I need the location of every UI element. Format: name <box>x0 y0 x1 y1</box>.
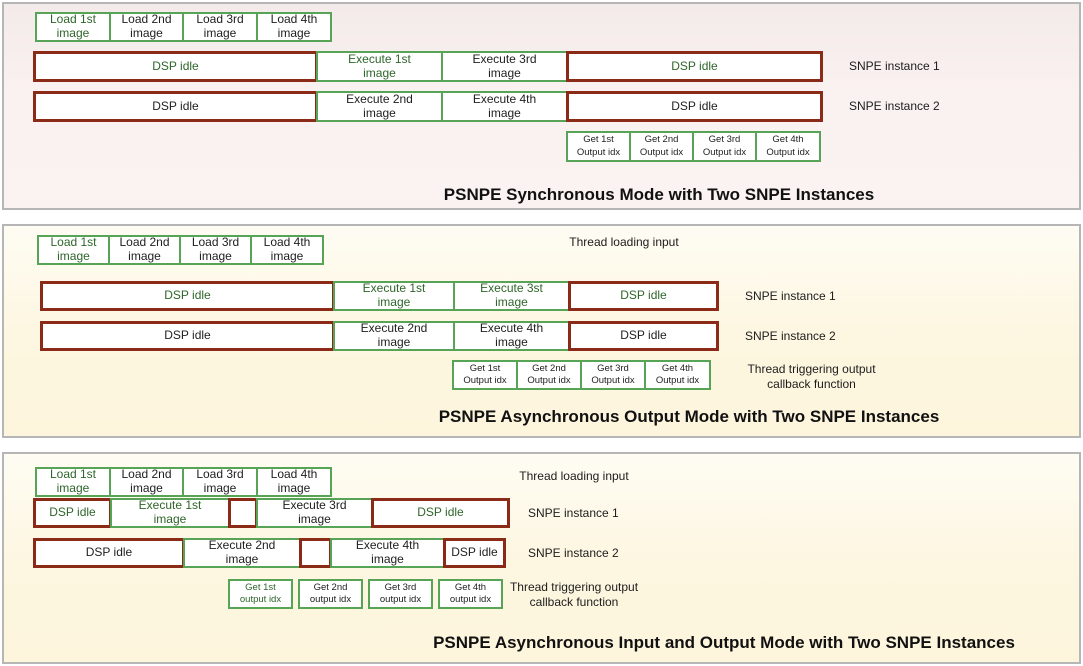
execute-1st-image-box: Execute 1st image <box>110 498 230 528</box>
dsp-idle-box: DSP idle <box>33 51 318 82</box>
execute-2nd-image-box: Execute 2nd image <box>333 321 455 351</box>
dsp-idle-box: DSP idle <box>568 281 719 311</box>
execute-2nd-image-box: Execute 2nd image <box>183 538 301 568</box>
dsp-idle-box: DSP idle <box>40 321 335 351</box>
snpe-instance-1-label: SNPE instance 1 <box>528 506 619 520</box>
load-3rd-image-box: Load 3rd image <box>182 467 258 497</box>
get-4th-output-box: Get 4th output idx <box>438 579 503 609</box>
execute-3st-image-box: Execute 3st image <box>453 281 570 311</box>
execute-4th-image-box: Execute 4th image <box>330 538 445 568</box>
instance2-row: DSP idle Execute 2nd image Execute 4th i… <box>40 321 719 351</box>
get-4th-output-box: Get 4th Output idx <box>755 131 821 162</box>
async-io-mode-panel: Thread loading input Load 1st image Load… <box>2 452 1081 664</box>
load-1st-image-box: Load 1st image <box>35 12 111 42</box>
dsp-idle-box: DSP idle <box>33 91 318 122</box>
thread-loading-label: Thread loading input <box>569 235 679 249</box>
load-4th-image-box: Load 4th image <box>256 467 332 497</box>
execute-3rd-image-box: Execute 3rd image <box>256 498 373 528</box>
load-2nd-image-box: Load 2nd image <box>109 467 184 497</box>
dsp-idle-box: DSP idle <box>566 51 823 82</box>
instance1-row: DSP idle Execute 1st image Execute 3st i… <box>40 281 719 311</box>
load-row: Load 1st image Load 2nd image Load 3rd i… <box>37 235 324 265</box>
output-callback-label: Thread triggering output callback functi… <box>509 580 639 609</box>
snpe-instance-2-label: SNPE instance 2 <box>745 329 836 343</box>
instance1-row: DSP idle Execute 1st image Execute 3rd i… <box>33 51 823 82</box>
get-1st-output-box: Get 1st Output idx <box>566 131 631 162</box>
load-row: Load 1st image Load 2nd image Load 3rd i… <box>35 12 332 42</box>
output-row: Get 1st Output idx Get 2nd Output idx Ge… <box>566 131 821 162</box>
instance1-row: DSP idle Execute 1st image Execute 3rd i… <box>33 498 510 528</box>
idle-gap-box <box>299 538 332 568</box>
execute-1st-image-box: Execute 1st image <box>316 51 443 82</box>
load-row: Load 1st image Load 2nd image Load 3rd i… <box>35 467 332 497</box>
load-4th-image-box: Load 4th image <box>250 235 324 265</box>
execute-4th-image-box: Execute 4th image <box>453 321 570 351</box>
load-2nd-image-box: Load 2nd image <box>109 12 184 42</box>
snpe-instance-1-label: SNPE instance 1 <box>849 59 940 73</box>
sync-mode-panel: Load 1st image Load 2nd image Load 3rd i… <box>2 2 1081 210</box>
get-3rd-output-box: Get 3rd output idx <box>368 579 433 609</box>
execute-1st-image-box: Execute 1st image <box>333 281 455 311</box>
instance2-row: DSP idle Execute 2nd image Execute 4th i… <box>33 91 823 122</box>
panel-title: PSNPE Synchronous Mode with Two SNPE Ins… <box>443 185 875 204</box>
instance2-row: DSP idle Execute 2nd image Execute 4th i… <box>33 538 506 568</box>
execute-3rd-image-box: Execute 3rd image <box>441 51 568 82</box>
output-callback-label: Thread triggering output callback functi… <box>747 362 876 391</box>
dsp-idle-box: DSP idle <box>33 538 185 568</box>
dsp-idle-box: DSP idle <box>443 538 506 568</box>
panel-title: PSNPE Asynchronous Output Mode with Two … <box>438 407 940 426</box>
load-1st-image-box: Load 1st image <box>37 235 110 265</box>
panel-title: PSNPE Asynchronous Input and Output Mode… <box>433 633 1015 652</box>
execute-2nd-image-box: Execute 2nd image <box>316 91 443 122</box>
get-1st-output-box: Get 1st output idx <box>228 579 293 609</box>
get-1st-output-box: Get 1st Output idx <box>452 360 518 390</box>
snpe-instance-2-label: SNPE instance 2 <box>849 99 940 113</box>
load-4th-image-box: Load 4th image <box>256 12 332 42</box>
get-4th-output-box: Get 4th Output idx <box>644 360 711 390</box>
get-2nd-output-box: Get 2nd output idx <box>298 579 363 609</box>
load-2nd-image-box: Load 2nd image <box>108 235 181 265</box>
get-3rd-output-box: Get 3rd Output idx <box>692 131 757 162</box>
output-row: Get 1st Output idx Get 2nd Output idx Ge… <box>452 360 711 390</box>
snpe-instance-2-label: SNPE instance 2 <box>528 546 619 560</box>
execute-4th-image-box: Execute 4th image <box>441 91 568 122</box>
load-3rd-image-box: Load 3rd image <box>179 235 252 265</box>
dsp-idle-box: DSP idle <box>566 91 823 122</box>
dsp-idle-box: DSP idle <box>33 498 112 528</box>
dsp-idle-box: DSP idle <box>371 498 510 528</box>
thread-loading-label: Thread loading input <box>519 469 629 483</box>
dsp-idle-box: DSP idle <box>40 281 335 311</box>
async-output-mode-panel: Thread loading input Load 1st image Load… <box>2 224 1081 438</box>
get-2nd-output-box: Get 2nd Output idx <box>629 131 694 162</box>
get-3rd-output-box: Get 3rd Output idx <box>580 360 646 390</box>
idle-gap-box <box>228 498 258 528</box>
load-3rd-image-box: Load 3rd image <box>182 12 258 42</box>
dsp-idle-box: DSP idle <box>568 321 719 351</box>
load-1st-image-box: Load 1st image <box>35 467 111 497</box>
get-2nd-output-box: Get 2nd Output idx <box>516 360 582 390</box>
snpe-instance-1-label: SNPE instance 1 <box>745 289 836 303</box>
